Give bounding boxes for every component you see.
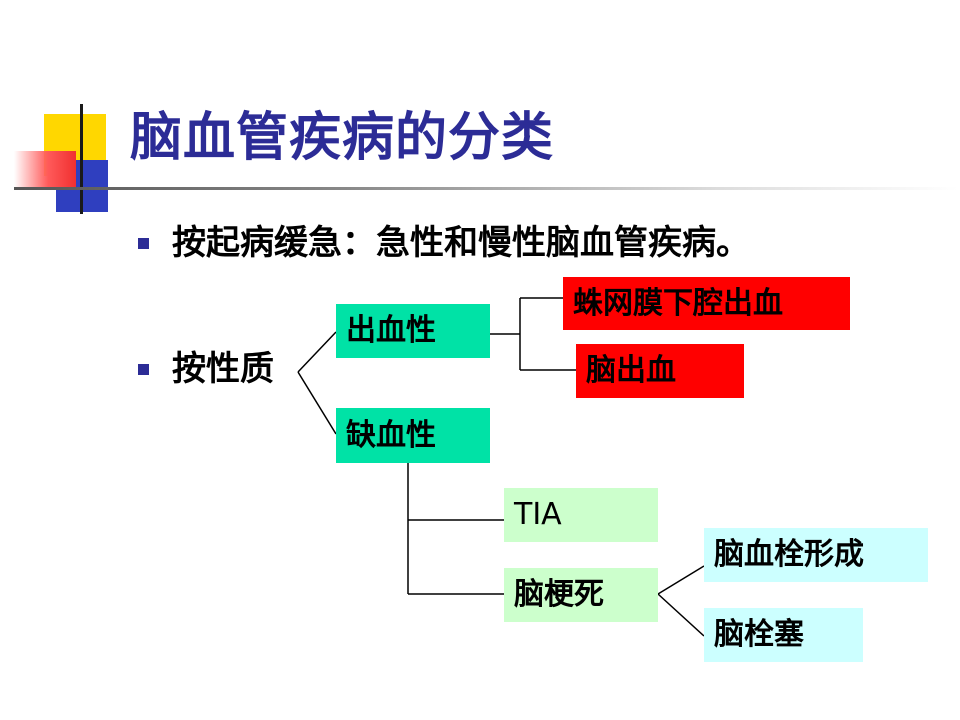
connector-line <box>657 593 705 637</box>
node-subarachnoid-hemorrhage: 蛛网膜下腔出血 <box>563 277 850 330</box>
node-cerebral-infarction: 脑梗死 <box>504 568 658 622</box>
bullet-marker <box>138 238 149 249</box>
node-hemorrhagic: 出血性 <box>336 304 490 358</box>
decor-vertical-line <box>80 104 83 214</box>
slide-title: 脑血管疾病的分类 <box>130 108 555 168</box>
node-tia: TIA <box>504 488 658 542</box>
connector-line <box>657 565 705 595</box>
node-embolism: 脑栓塞 <box>704 608 863 662</box>
bullet-marker <box>138 364 149 375</box>
node-cerebral-hemorrhage: 脑出血 <box>576 344 744 398</box>
node-ischemic: 缺血性 <box>336 408 490 463</box>
title-underline <box>14 187 958 190</box>
connector-line <box>297 371 337 435</box>
decor-red-bar <box>14 151 76 187</box>
connector-line <box>297 331 337 373</box>
bullet-nature: 按性质 <box>172 349 274 389</box>
bullet-onset: 按起病缓急：急性和慢性脑血管疾病。 <box>172 223 750 263</box>
node-thrombosis: 脑血栓形成 <box>704 528 928 582</box>
